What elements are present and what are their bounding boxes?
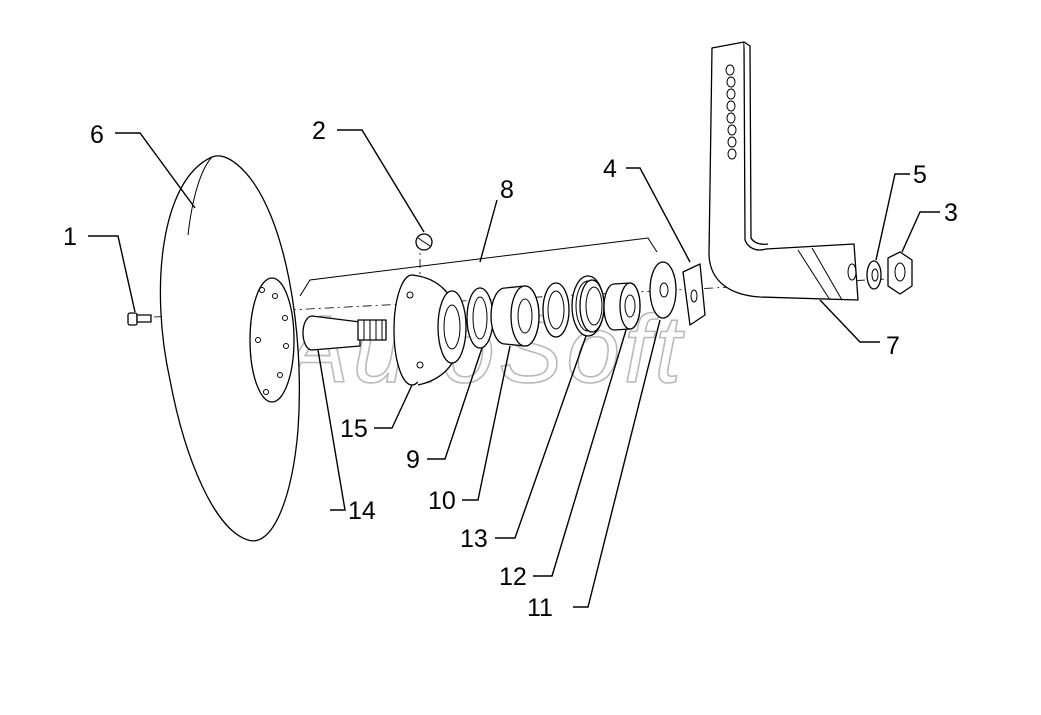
callouts: 1 2 3 4 5 6 7 8 9 10 11 12 13 14 15 [63, 117, 958, 622]
callout-1: 1 [63, 223, 77, 251]
callout-2: 2 [312, 117, 326, 145]
callout-3: 3 [944, 199, 958, 227]
callout-9: 9 [406, 446, 420, 474]
callout-6: 6 [90, 121, 104, 149]
callout-14: 14 [348, 497, 376, 525]
clamp-plate-part-4 [682, 263, 706, 326]
bushing-part-10 [490, 285, 540, 347]
axle-part-14 [302, 315, 387, 351]
leader-lines [88, 129, 940, 608]
plug-part-2 [415, 233, 433, 251]
group-bracket-8 [299, 237, 658, 297]
disc-part-6 [159, 155, 301, 542]
callout-7: 7 [886, 332, 900, 360]
washer-part-11b [649, 261, 677, 319]
nut-part-3 [887, 251, 913, 295]
seal-part-12 [571, 275, 605, 337]
callout-10: 10 [428, 487, 456, 515]
ring-part-9 [466, 287, 494, 349]
callout-15: 15 [340, 415, 368, 443]
arm-part-7 [708, 41, 859, 301]
hub-part-15 [393, 274, 467, 386]
callout-4: 4 [603, 155, 617, 183]
ring-part-13 [542, 282, 570, 338]
washer-part-5 [866, 260, 882, 290]
bolt-part-1 [127, 312, 152, 326]
callout-13: 13 [460, 525, 488, 553]
callout-8: 8 [500, 176, 514, 204]
sleeve-part-11 [603, 282, 641, 331]
callout-11: 11 [527, 594, 553, 622]
callout-5: 5 [913, 161, 927, 189]
callout-12: 12 [499, 563, 527, 591]
